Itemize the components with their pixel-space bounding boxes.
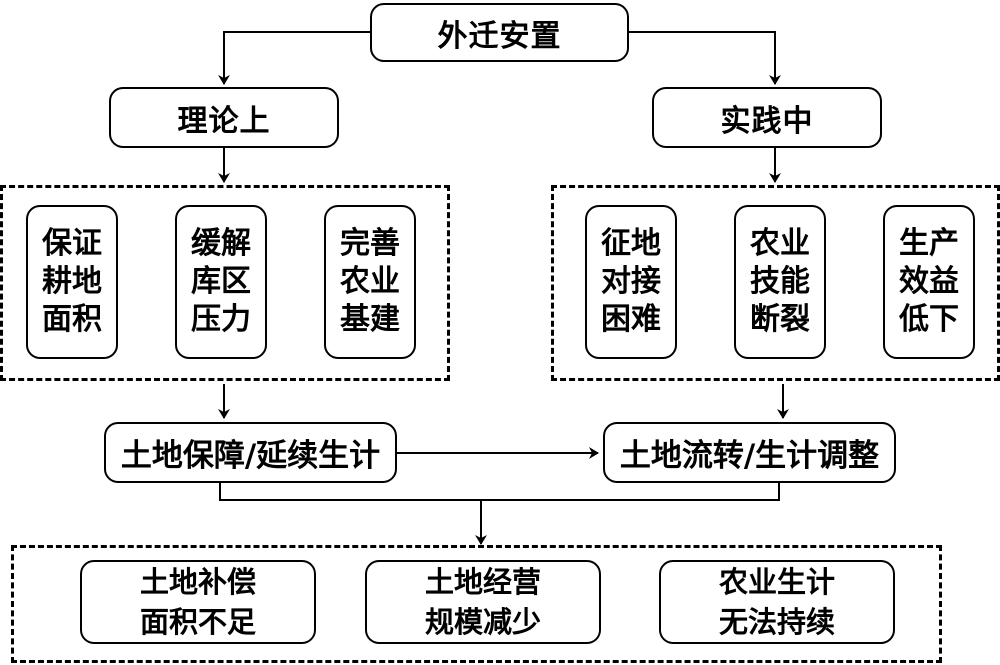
connector-root-to-practice	[626, 31, 781, 85]
theory-result-node: 土地保障/延续生计	[104, 422, 397, 483]
outcome-item-label: 土地补偿 面积不足	[139, 565, 256, 639]
theory-item: 缓解 库区 压力	[175, 205, 267, 359]
practice-item-label: 征地 对接 困难	[601, 226, 661, 337]
practice-group	[551, 185, 1000, 381]
theory-item-label: 完善 农业 基建	[340, 226, 400, 337]
root-node-label: 外迁安置	[437, 18, 562, 54]
practice-item: 征地 对接 困难	[585, 205, 677, 359]
practice-item-label: 农业 技能 断裂	[750, 226, 810, 337]
theory-node-label: 理论上	[177, 103, 271, 139]
practice-item: 农业 技能 断裂	[734, 205, 826, 359]
connector-root-to-theory	[218, 31, 372, 85]
theory-item: 保证 耕地 面积	[26, 205, 118, 359]
outcome-item-label: 土地经营 规模减少	[424, 565, 541, 639]
theory-result-label: 土地保障/延续生计	[120, 438, 381, 474]
practice-result-label: 土地流转/生计调整	[619, 438, 880, 474]
theory-item-label: 缓解 库区 压力	[191, 226, 251, 337]
outcome-item: 农业生计 无法持续	[659, 560, 895, 644]
connector-results-merge	[219, 483, 780, 501]
outcome-group	[11, 545, 942, 663]
theory-item-label: 保证 耕地 面积	[42, 226, 102, 337]
practice-node-label: 实践中	[720, 103, 814, 139]
practice-node: 实践中	[652, 87, 882, 148]
theory-item: 完善 农业 基建	[324, 205, 416, 359]
theory-node: 理论上	[109, 87, 339, 148]
practice-item-label: 生产 效益 低下	[899, 226, 959, 337]
practice-result-node: 土地流转/生计调整	[603, 422, 896, 483]
outcome-item: 土地补偿 面积不足	[80, 560, 316, 644]
outcome-item: 土地经营 规模减少	[365, 560, 601, 644]
theory-group	[0, 185, 450, 381]
root-node: 外迁安置	[370, 3, 629, 62]
outcome-item-label: 农业生计 无法持续	[718, 565, 835, 639]
practice-item: 生产 效益 低下	[883, 205, 975, 359]
